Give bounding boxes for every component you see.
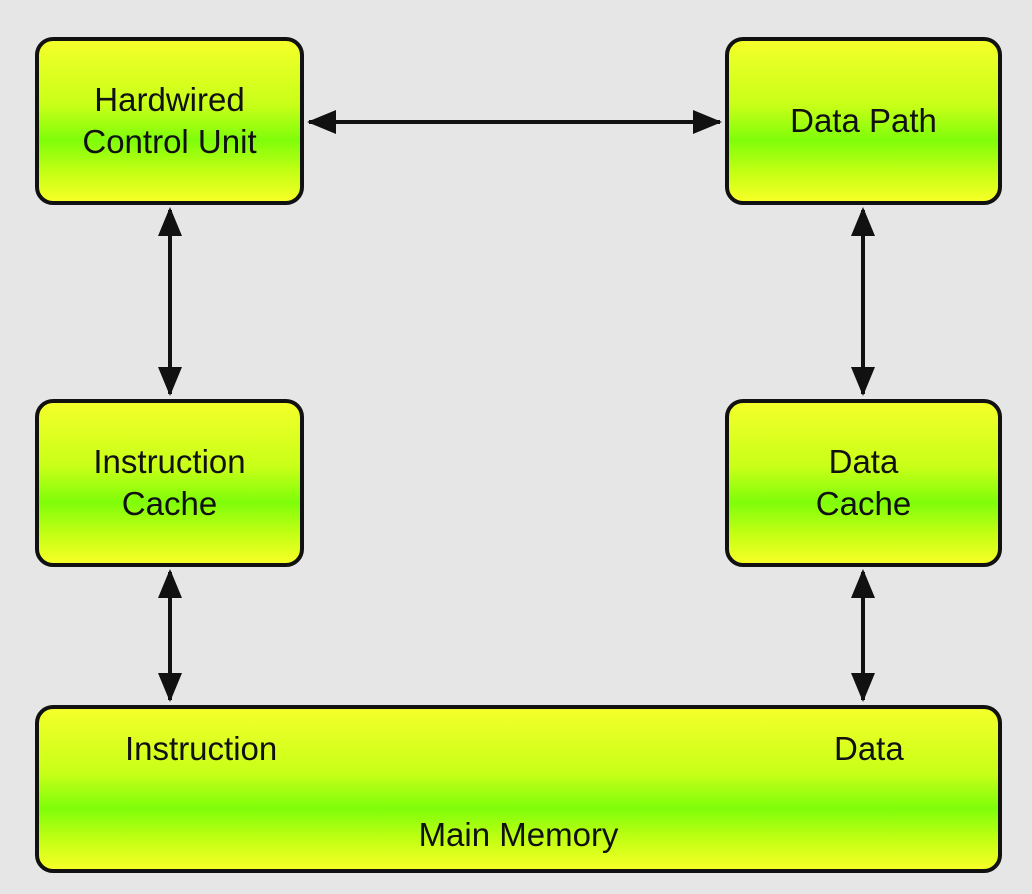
- instruction-cache-block: Instruction Cache: [35, 399, 304, 567]
- arrow-control-datapath: [307, 110, 722, 134]
- arrow-icache-memory: [158, 569, 182, 702]
- main-memory-block: Instruction Data Main Memory: [35, 705, 1002, 873]
- arrow-dcache-memory: [851, 569, 875, 702]
- data-path-label: Data Path: [790, 102, 937, 139]
- arrow-datapath-dcache: [851, 207, 875, 396]
- instruction-cache-label: Instruction Cache: [93, 443, 246, 522]
- control-unit-label: Hardwired Control Unit: [82, 81, 257, 160]
- control-unit-block: Hardwired Control Unit: [35, 37, 304, 205]
- data-cache-label: Data Cache: [815, 443, 912, 522]
- data-path-block: Data Path: [725, 37, 1002, 205]
- data-cache-block: Data Cache: [725, 399, 1002, 567]
- main-memory-instruction-port: Instruction: [125, 730, 278, 767]
- main-memory-title: Main Memory: [418, 816, 619, 853]
- main-memory-data-port: Data: [834, 730, 904, 767]
- arrow-control-icache: [158, 207, 182, 396]
